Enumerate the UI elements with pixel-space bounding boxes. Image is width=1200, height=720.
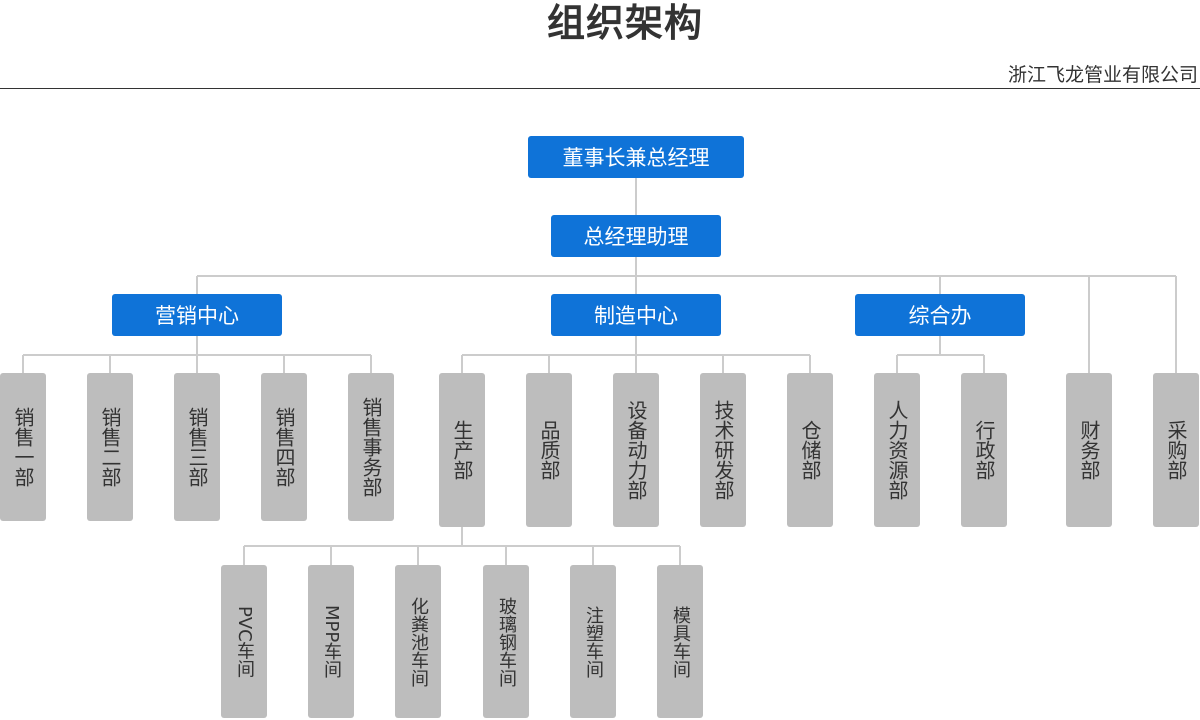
node-sales-3: 销售三部 <box>174 373 220 521</box>
node-label: 行政部 <box>972 420 996 480</box>
node-sales-1: 销售一部 <box>0 373 46 521</box>
node-label: 销售四部 <box>272 407 296 487</box>
node-equipment: 设备动力部 <box>613 373 659 527</box>
node-assistant: 总经理助理 <box>551 215 721 257</box>
node-label: 采购部 <box>1164 420 1188 480</box>
node-hr: 人力资源部 <box>874 373 920 527</box>
page-title: 组织架构 <box>546 1 703 45</box>
node-mold-workshop: 模具车间 <box>657 565 703 718</box>
node-label: 人力资源部 <box>885 400 909 500</box>
node-label: MPP车间 <box>321 604 342 679</box>
node-pvc-workshop: PVC车间 <box>221 565 267 718</box>
node-sales-affairs: 销售事务部 <box>348 373 394 521</box>
node-label: 模具车间 <box>670 605 691 678</box>
node-label: 销售事务部 <box>359 397 383 497</box>
company-name: 浙江飞龙管业有限公司 <box>1007 64 1198 86</box>
node-sales-2: 销售二部 <box>87 373 133 521</box>
node-label: 注塑车间 <box>583 605 604 678</box>
node-admin: 行政部 <box>961 373 1007 527</box>
node-warehouse: 仓储部 <box>787 373 833 527</box>
node-label: 销售一部 <box>11 407 35 487</box>
node-finance: 财务部 <box>1066 373 1112 527</box>
node-septic-workshop: 化粪池车间 <box>395 565 441 718</box>
node-label: 技术研发部 <box>711 400 735 500</box>
node-label: 仓储部 <box>798 420 822 480</box>
node-sales-4: 销售四部 <box>261 373 307 521</box>
node-label: 设备动力部 <box>624 400 648 500</box>
node-general-office: 综合办 <box>855 294 1025 336</box>
node-marketing-center: 营销中心 <box>112 294 282 336</box>
node-injection-workshop: 注塑车间 <box>570 565 616 718</box>
node-quality: 品质部 <box>526 373 572 527</box>
node-label: 品质部 <box>537 420 561 480</box>
node-rnd: 技术研发部 <box>700 373 746 527</box>
node-production: 生产部 <box>439 373 485 527</box>
node-label: 销售二部 <box>98 407 122 487</box>
node-label: 化粪池车间 <box>408 596 429 687</box>
node-fiberglass-workshop: 玻璃钢车间 <box>483 565 529 718</box>
node-manufacturing-center: 制造中心 <box>551 294 721 336</box>
header-divider <box>0 88 1200 89</box>
node-purchasing: 采购部 <box>1153 373 1199 527</box>
node-label: 玻璃钢车间 <box>496 596 517 687</box>
node-label: 财务部 <box>1077 420 1101 480</box>
node-chairman: 董事长兼总经理 <box>528 136 744 178</box>
node-mpp-workshop: MPP车间 <box>308 565 354 718</box>
node-label: 生产部 <box>450 420 474 480</box>
node-label: 销售三部 <box>185 407 209 487</box>
node-label: PVC车间 <box>234 605 255 678</box>
